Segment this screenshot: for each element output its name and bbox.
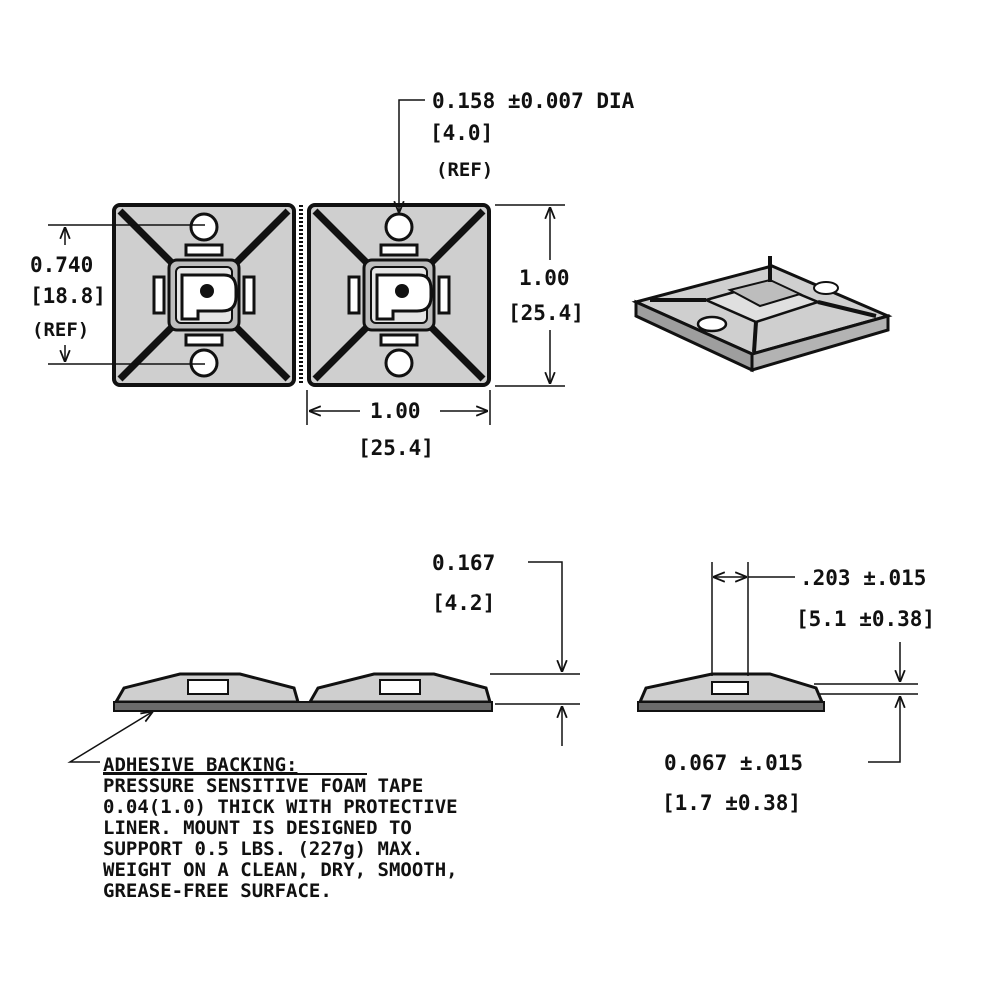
hole-ref-label: (REF) [436,159,493,181]
slot-width-callout: .203 ±.015 [5.1 ±0.38] [711,562,935,676]
note-line: LINER. MOUNT IS DESIGNED TO [103,817,412,839]
overall-height-label: 0.167 [432,551,495,575]
slot-height-callout: 0.067 ±.015 [1.7 ±0.38] [662,642,918,815]
note-line: GREASE-FREE SURFACE. [103,880,332,902]
note-line: WEIGHT ON A CLEAN, DRY, SMOOTH, [103,859,458,881]
end-view [637,672,825,712]
slot-height-label: 0.067 ±.015 [664,751,803,775]
slot-width-metric-label: [5.1 ±0.38] [796,607,935,631]
hole-dia-callout: 0.158 ±0.007 DIA [4.0] (REF) [399,89,635,212]
hole-spacing-callout: 0.740 [18.8] (REF) [30,224,205,365]
note-line: 0.04(1.0) THICK WITH PROTECTIVE [103,796,458,818]
hole-spacing-metric-label: [18.8] [30,284,106,308]
note-line: SUPPORT 0.5 LBS. (227g) MAX. [103,838,423,860]
slot-height-metric-label: [1.7 ±0.38] [662,791,801,815]
width-in-label: 1.00 [370,399,421,423]
slot-width-label: .203 ±.015 [800,566,926,590]
top-view [114,205,489,385]
height-mm-label: [25.4] [508,301,584,325]
overall-height-metric-label: [4.2] [432,591,495,615]
hole-spacing-ref-label: (REF) [32,319,89,341]
height-callout: 1.00 [25.4] [495,204,584,387]
hole-dia-label: 0.158 ±0.007 DIA [432,89,635,113]
note-title: ADHESIVE BACKING: [103,754,297,776]
isometric-view [631,256,893,373]
width-mm-label: [25.4] [358,436,434,460]
overall-height-callout: 0.167 [4.2] [432,551,580,746]
hole-spacing-label: 0.740 [30,253,93,277]
note-line: PRESSURE SENSITIVE FOAM TAPE [103,775,423,797]
adhesive-note: ADHESIVE BACKING: PRESSURE SENSITIVE FOA… [67,712,458,902]
height-in-label: 1.00 [519,266,570,290]
hole-dia-metric-label: [4.0] [430,121,493,145]
side-view [113,672,493,712]
width-callout: 1.00 [25.4] [306,390,491,460]
